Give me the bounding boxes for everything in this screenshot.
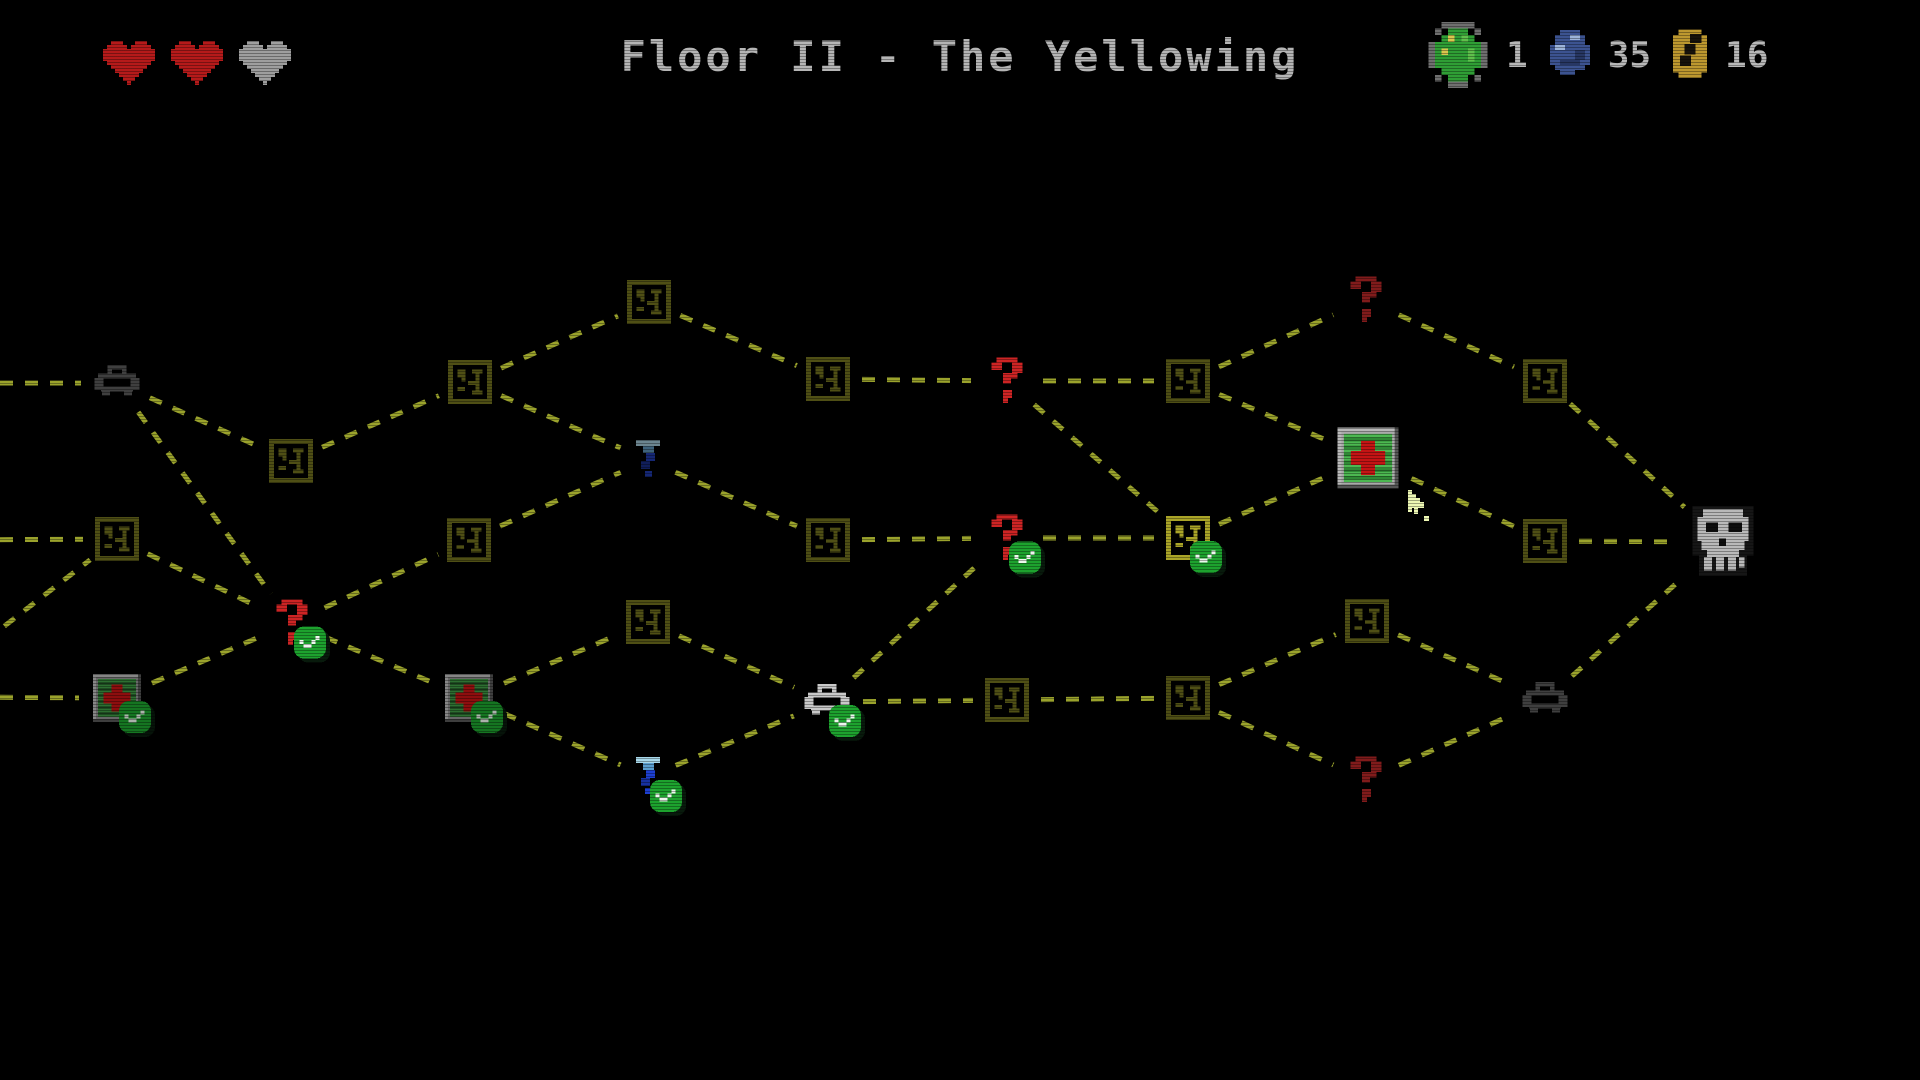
map-node-combat[interactable] [806, 518, 850, 562]
map-node-heal[interactable] [93, 674, 155, 737]
heart-empty [239, 40, 291, 86]
map-node-combat[interactable] [1166, 676, 1210, 720]
gem-icon [1428, 22, 1488, 88]
visited-check-icon [650, 780, 686, 816]
visited-check-icon [294, 626, 330, 662]
map-node-combat[interactable] [985, 678, 1029, 722]
question-node-icon [276, 599, 308, 645]
combat-node-icon [626, 600, 670, 644]
chest-node-icon [94, 365, 140, 396]
orb-icon [1549, 30, 1590, 75]
heart-icon [171, 41, 223, 85]
gem-count: 1 [1506, 34, 1528, 76]
combat-node-icon [1166, 676, 1210, 720]
map-node-chest[interactable] [803, 684, 865, 741]
map-node-combat[interactable] [1166, 516, 1226, 577]
potion-node-icon [636, 440, 660, 480]
map-node-combat[interactable] [269, 439, 313, 483]
combat-node-icon [1345, 599, 1389, 643]
potion-node-icon [636, 757, 660, 797]
visited-check-icon [1009, 541, 1045, 577]
combat-node-icon [269, 439, 313, 483]
combat-node-icon [627, 280, 671, 324]
combat-node-icon [985, 678, 1029, 722]
map-node-combat[interactable] [1345, 599, 1389, 643]
map-node-combat[interactable] [1523, 519, 1567, 563]
map-node-combat[interactable] [1166, 359, 1210, 403]
visited-check-icon [471, 701, 507, 737]
health-hearts [103, 40, 291, 86]
question-node-icon [1350, 756, 1382, 802]
map-node-chest[interactable] [1521, 682, 1569, 718]
question-node-icon [991, 514, 1023, 560]
map-node-potion[interactable] [636, 757, 686, 816]
map-node-event[interactable] [276, 599, 330, 662]
map-node-event[interactable] [991, 357, 1023, 405]
map-node-heal-current[interactable] [1337, 427, 1399, 489]
combat-node-icon [447, 518, 491, 562]
map-node-event[interactable] [991, 514, 1045, 577]
question-node-icon [991, 357, 1023, 403]
map-node-combat[interactable] [627, 280, 671, 324]
heal-node-icon [93, 674, 141, 722]
visited-check-icon [119, 701, 155, 737]
visited-check-icon [1190, 541, 1226, 577]
coin-count: 16 [1725, 34, 1769, 76]
coin-icon [1673, 29, 1708, 79]
map-node-combat[interactable] [806, 357, 850, 401]
combat-node-icon [95, 517, 139, 561]
currency-orbs: 35 [1549, 30, 1652, 80]
map-node-combat[interactable] [447, 518, 491, 562]
combat-node-icon [806, 518, 850, 562]
combat-node-icon [1523, 519, 1567, 563]
boss-skull-icon [1692, 505, 1754, 577]
currency-bar: 1 35 [1428, 22, 1768, 88]
heart-filled [171, 40, 223, 86]
combat-node-icon [1523, 359, 1567, 403]
combat-node-icon [1166, 359, 1210, 403]
heart-filled [103, 40, 155, 86]
map-node-combat[interactable] [448, 360, 492, 404]
currency-coins: 16 [1673, 29, 1768, 81]
map-node-potion[interactable] [636, 440, 660, 480]
combat-node-icon [448, 360, 492, 404]
mouse-cursor-icon [1408, 490, 1429, 521]
heart-icon [239, 41, 291, 85]
currency-gems: 1 [1428, 22, 1528, 88]
map-node-combat[interactable] [1523, 359, 1567, 403]
visited-check-icon [829, 705, 865, 741]
orb-count: 35 [1607, 34, 1652, 76]
map-node-event[interactable] [1350, 756, 1382, 804]
map-node-event[interactable] [1350, 276, 1382, 324]
hud-topbar: Floor II - The Yellowing [0, 0, 1920, 120]
heart-icon [103, 41, 155, 85]
map-node-heal[interactable] [445, 674, 507, 737]
combat-node-icon [806, 357, 850, 401]
map-node-boss[interactable] [1683, 505, 1763, 579]
question-node-icon [1350, 276, 1382, 322]
chest-node-icon [1522, 682, 1568, 713]
map-node-combat[interactable] [626, 600, 670, 644]
floor-title: Floor II - The Yellowing [620, 32, 1300, 81]
map-node-chest[interactable] [93, 365, 141, 401]
map-node-combat[interactable] [95, 517, 139, 561]
heal-node-icon [1337, 427, 1399, 489]
